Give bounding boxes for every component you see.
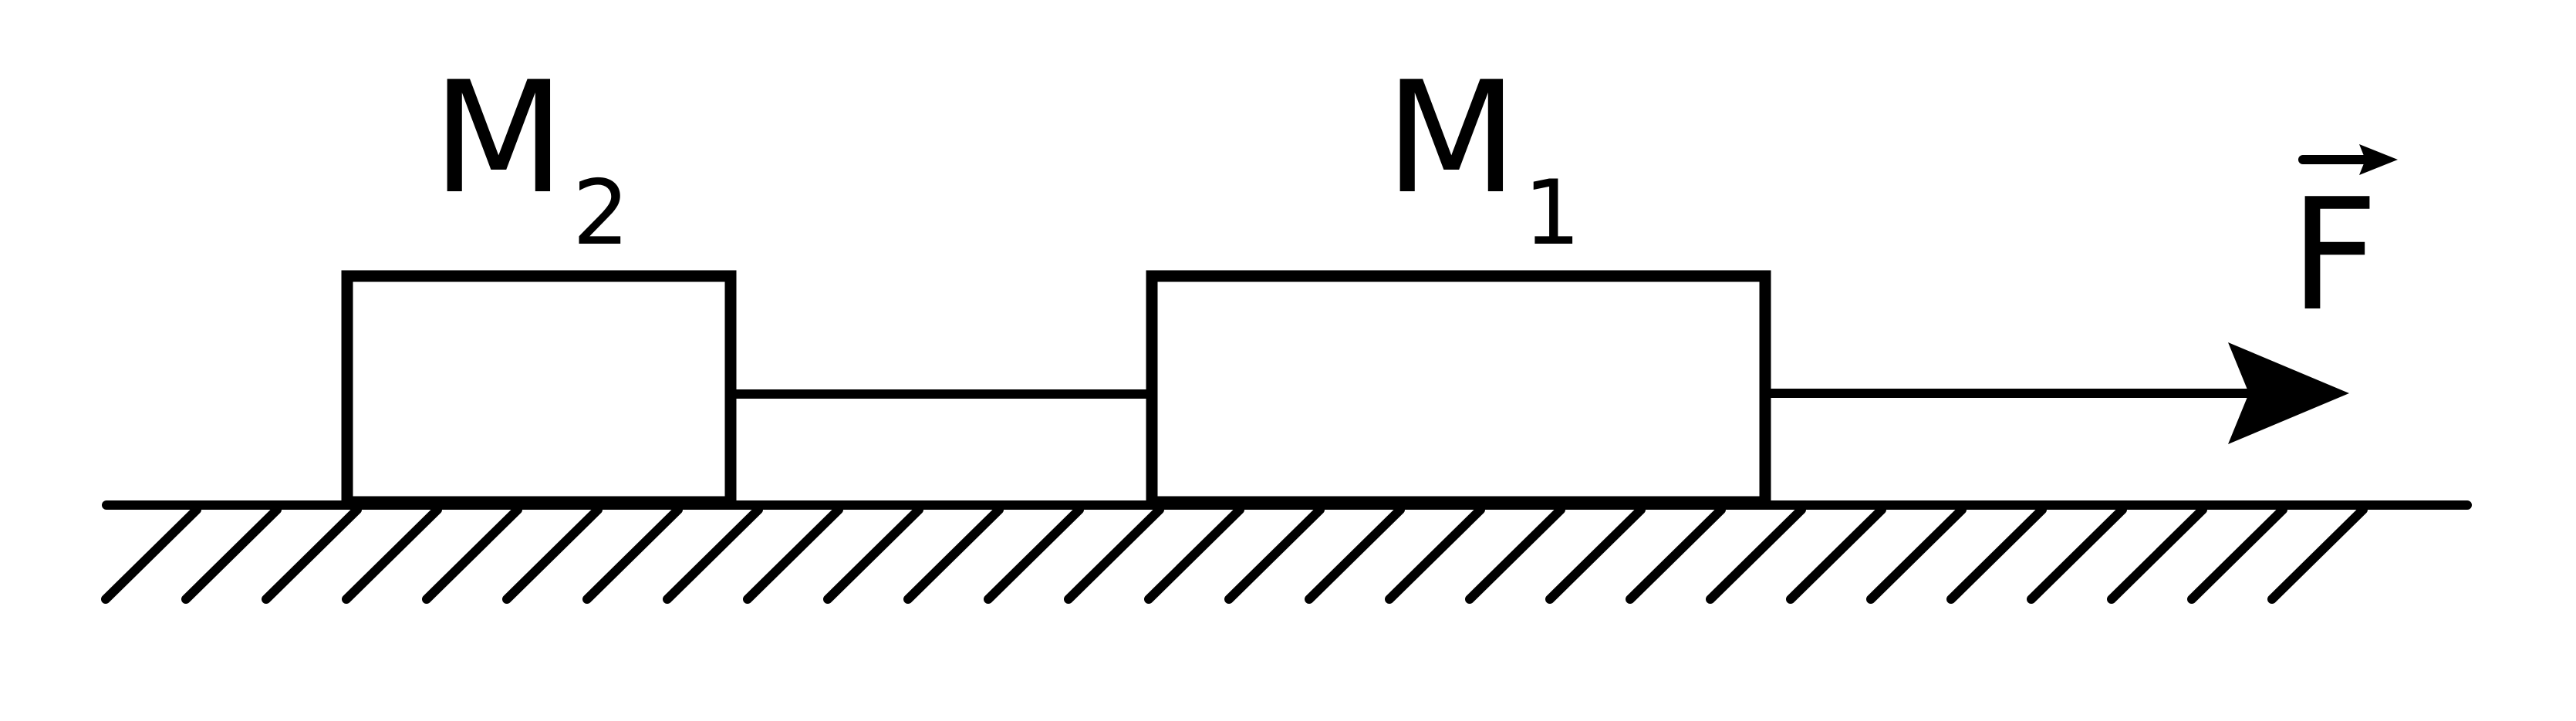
label-m2-subscript: 2 — [572, 161, 630, 265]
hatch-mark — [342, 505, 442, 604]
hatch-mark — [1866, 505, 1967, 604]
hatch-mark — [823, 505, 923, 604]
hatch-mark — [1545, 505, 1646, 604]
label-m2: M 2 — [432, 49, 630, 265]
hatch-mark — [2027, 505, 2127, 604]
hatch-mark — [2267, 505, 2368, 604]
hatch-mark — [2107, 505, 2207, 604]
hatch-mark — [422, 505, 522, 604]
ground-hatching — [101, 505, 2368, 604]
hatch-mark — [663, 505, 763, 604]
hatch-mark — [101, 505, 201, 604]
hatch-mark — [502, 505, 603, 604]
hatch-mark — [1786, 505, 1886, 604]
hatch-mark — [1465, 505, 1565, 604]
hatch-mark — [984, 505, 1084, 604]
force-arrow-head — [2228, 342, 2349, 444]
block-m2 — [341, 270, 737, 508]
hatch-mark — [1385, 505, 1485, 604]
label-force: F — [2290, 144, 2398, 345]
label-m2-main: M — [432, 49, 566, 228]
block-m1 — [1146, 270, 1771, 508]
hatch-mark — [1064, 505, 1164, 604]
hatch-mark — [1224, 505, 1325, 604]
label-m1-main: M — [1385, 49, 1518, 228]
hatch-mark — [181, 505, 282, 604]
hatch-mark — [1305, 505, 1405, 604]
block-m1-body — [1146, 270, 1771, 508]
vector-arrow-head — [2359, 144, 2398, 175]
hatch-mark — [1946, 505, 2047, 604]
label-m1-subscript: 1 — [1524, 161, 1581, 265]
hatch-mark — [1706, 505, 1806, 604]
label-m1: M 1 — [1385, 49, 1581, 265]
force-arrow — [1761, 342, 2349, 444]
label-force-letter: F — [2290, 166, 2378, 345]
hatch-mark — [743, 505, 843, 604]
hatch-mark — [903, 505, 1004, 604]
hatch-mark — [2187, 505, 2287, 604]
hatch-mark — [1626, 505, 1726, 604]
hatch-mark — [262, 505, 362, 604]
block-m2-body — [341, 270, 737, 508]
hatch-mark — [582, 505, 683, 604]
hatch-mark — [1144, 505, 1244, 604]
